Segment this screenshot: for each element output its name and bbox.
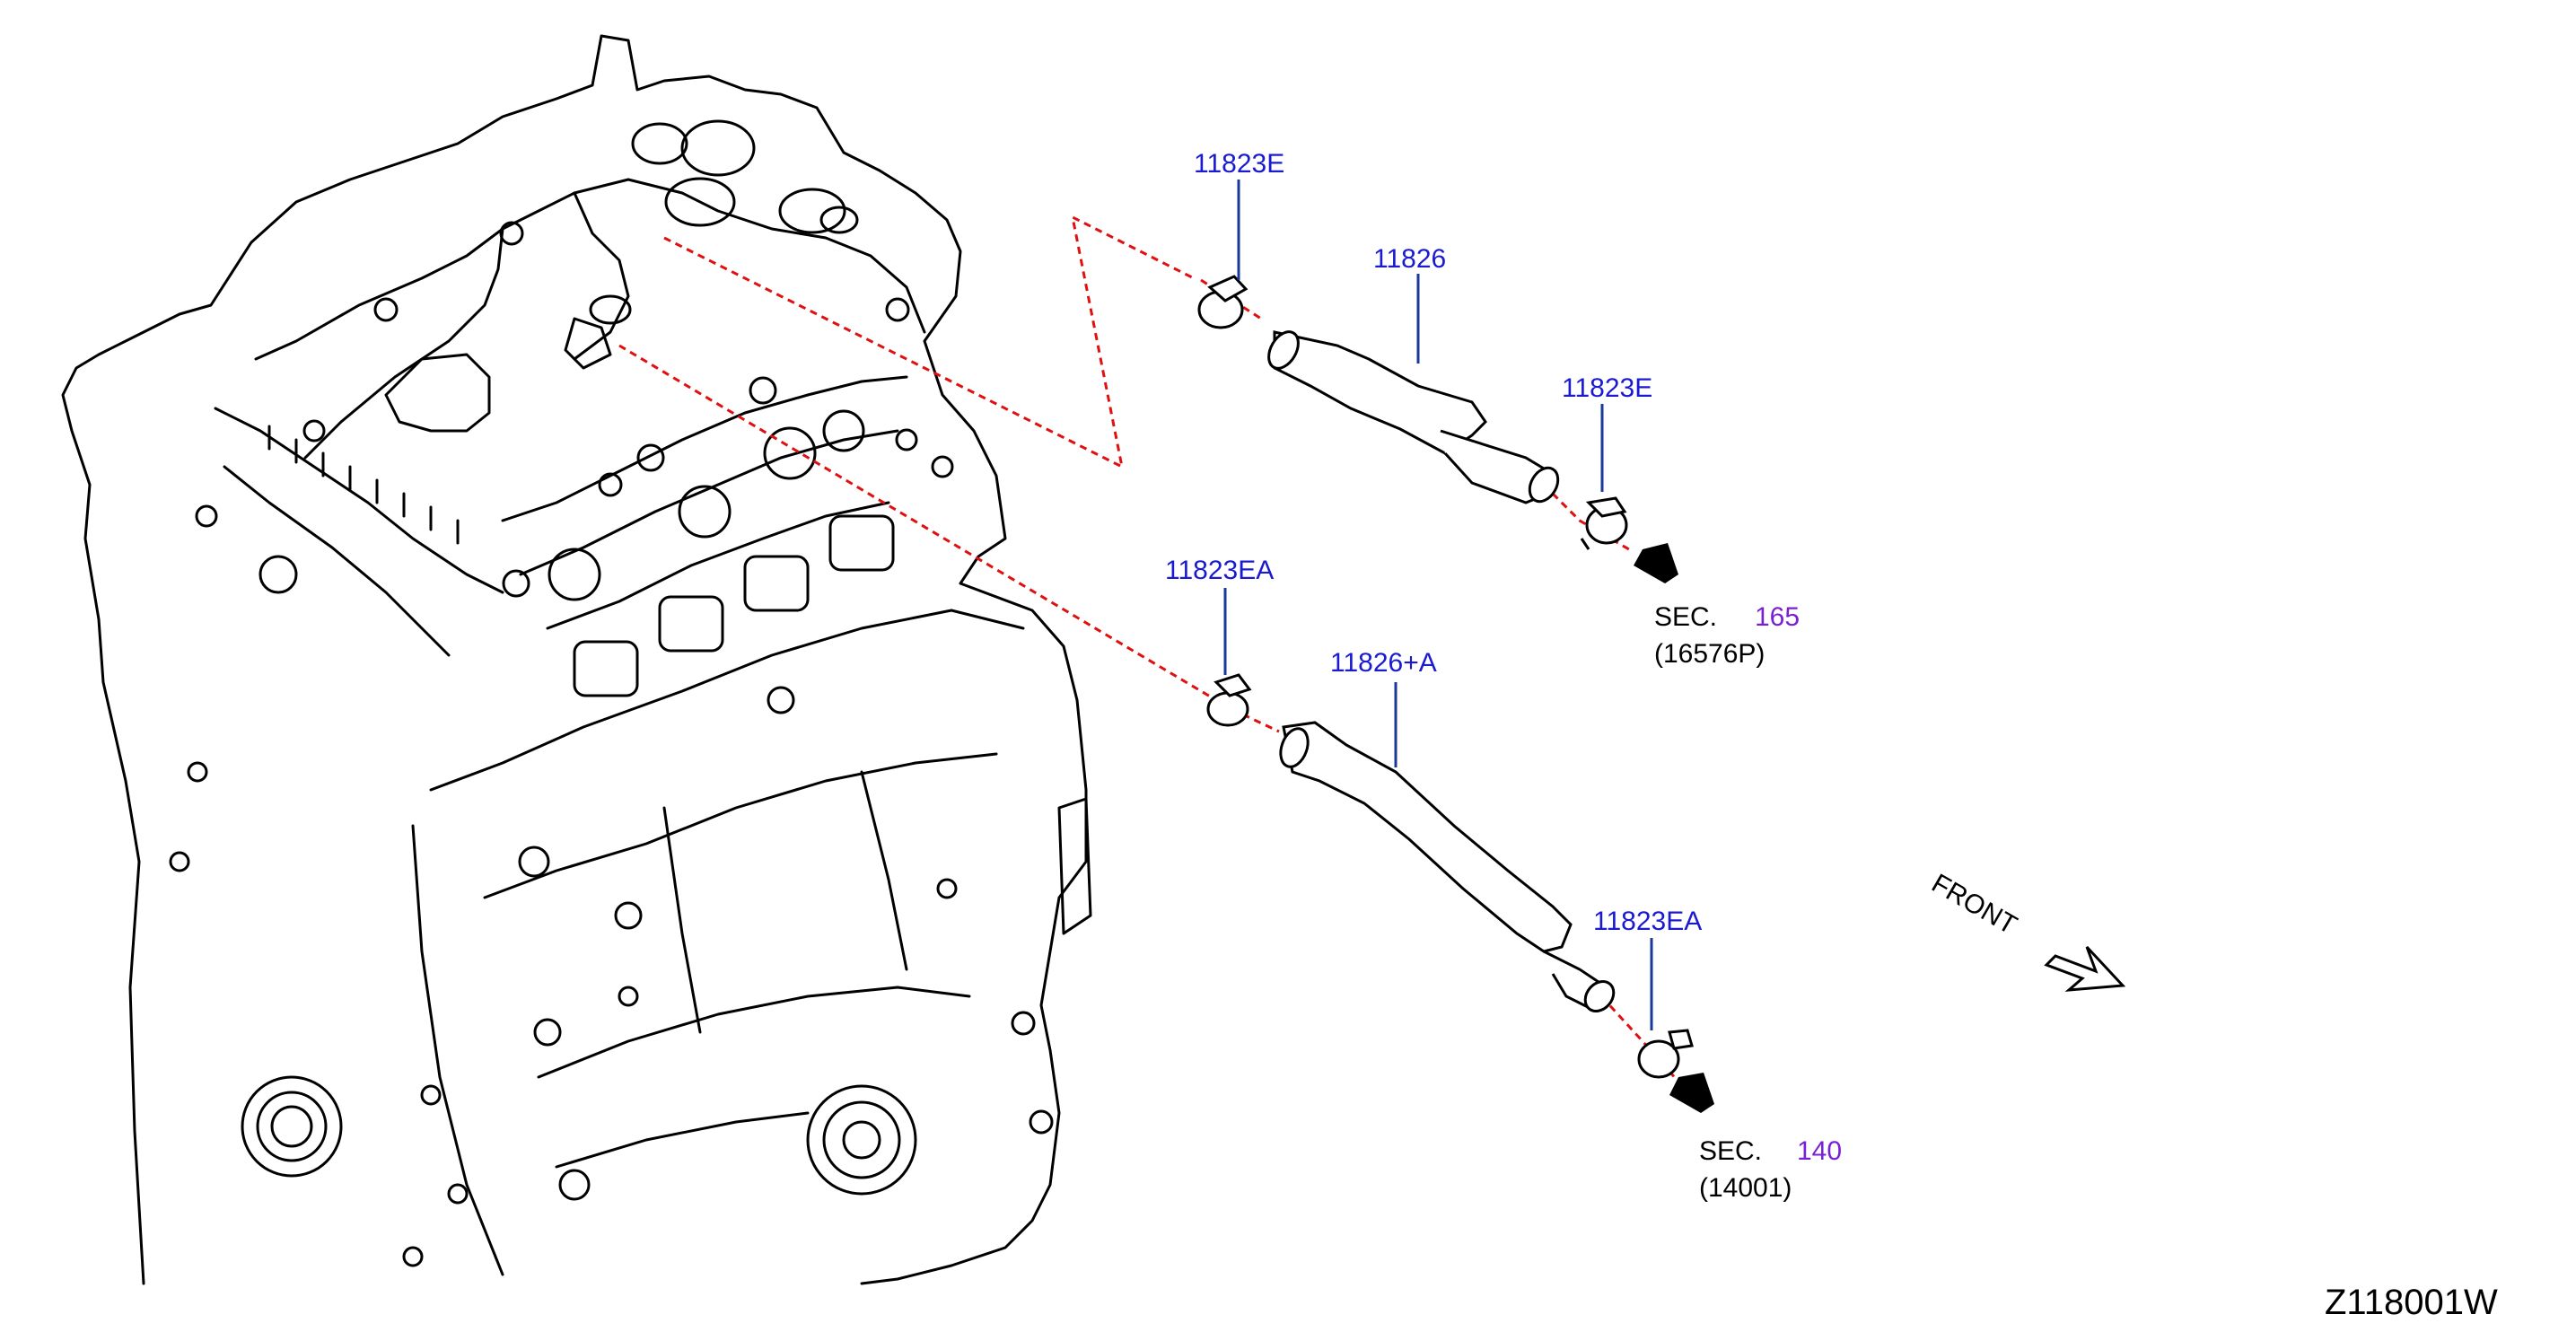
callout-11826a: 11826+A <box>1330 648 1437 678</box>
callout-11823ea-left: 11823EA <box>1165 556 1274 585</box>
front-indicator: FRONT <box>1927 868 2126 992</box>
section-prefix: SEC. <box>1699 1136 1762 1166</box>
section-number: 140 <box>1797 1136 1842 1166</box>
lower-clamp-left <box>1206 673 1252 727</box>
connection-lines <box>618 215 1680 1082</box>
callout-11823e-top-left: 11823E <box>1194 149 1284 179</box>
section-part: (14001) <box>1699 1173 1792 1203</box>
upper-clamp-left <box>1197 275 1249 329</box>
lower-hose <box>1279 721 1616 1012</box>
section-number: 165 <box>1755 602 1800 632</box>
upper-clamp-right <box>1580 496 1628 550</box>
section-ref-lower: SEC. 140 (14001) <box>1699 1136 1842 1203</box>
lower-clamp-right <box>1637 1029 1694 1079</box>
upper-hose <box>1267 330 1560 504</box>
front-arrow-icon <box>2044 945 2126 992</box>
leader-lines <box>1223 180 1653 1030</box>
engine-block-drawing <box>61 34 1092 1285</box>
lower-hose-route-mid <box>1231 707 1280 733</box>
section-ref-upper: SEC. 165 (16576P) <box>1654 602 1800 669</box>
front-label: FRONT <box>1927 868 2022 940</box>
callout-11826: 11826 <box>1373 244 1446 274</box>
callout-11823e-top-right: 11823E <box>1562 373 1652 403</box>
figure-code: Z118001W <box>2325 1283 2498 1322</box>
section-prefix: SEC. <box>1654 602 1717 632</box>
section-part: (16576P) <box>1654 639 1765 669</box>
flow-arrow-icon <box>1634 543 1714 1113</box>
upper-hose-route <box>663 215 1195 469</box>
lower-hose-route <box>618 344 1217 702</box>
callout-11823ea-right: 11823EA <box>1593 907 1702 936</box>
